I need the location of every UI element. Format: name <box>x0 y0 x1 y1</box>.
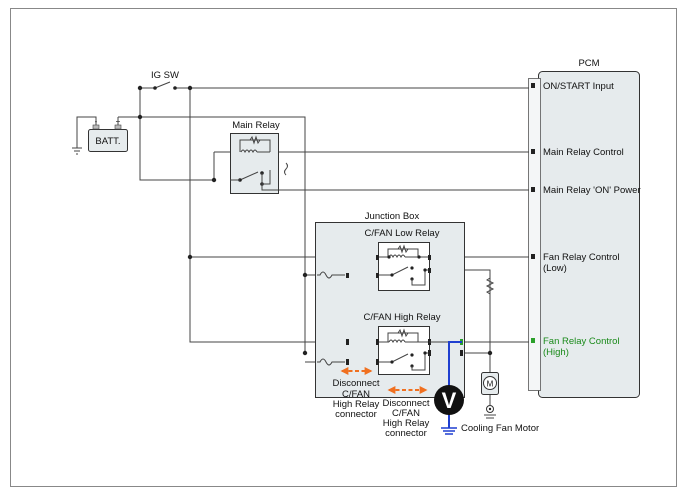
pin-fan-low <box>531 254 535 259</box>
disconnect-left-line3: High Relay <box>333 399 380 410</box>
disconnect-right-line3: High Relay <box>383 418 430 429</box>
fan-relay-control-low-sub: (Low) <box>543 263 567 274</box>
battery-label: BATT. <box>95 136 120 147</box>
cfan-high-relay-title: C/FAN High Relay <box>363 312 440 323</box>
disconnect-arrows <box>340 367 428 394</box>
motor-icon: M <box>487 380 494 389</box>
ig-sw-label: IG SW <box>151 70 179 81</box>
cooling-fan-motor-label: Cooling Fan Motor <box>461 423 539 434</box>
battery: BATT. - + <box>72 116 128 155</box>
pcm-title: PCM <box>578 58 599 69</box>
fan-relay-control-low-label: Fan Relay Control <box>543 252 620 263</box>
disconnect-right-line2: C/FAN <box>392 408 420 419</box>
pcm-module: PCM ON/START Input Main Relay Control Ma… <box>528 58 641 398</box>
disconnect-label-right: Disconnect C/FAN High Relay connector <box>383 398 430 439</box>
junction-box-title: Junction Box <box>365 211 420 222</box>
main-relay-on-power-label: Main Relay 'ON' Power <box>543 185 641 196</box>
fan-relay-control-high-sub: (High) <box>543 347 569 358</box>
cooling-fan-motor: M <box>481 372 499 419</box>
disconnect-left-line1: Disconnect <box>333 378 380 389</box>
disconnect-right-line1: Disconnect <box>383 398 430 409</box>
disconnect-label-left: Disconnect C/FAN High Relay connector <box>333 378 380 420</box>
pin-main-relay-power <box>531 187 535 192</box>
disconnect-left-line2: C/FAN <box>342 389 370 400</box>
pin-fan-high <box>531 338 535 343</box>
pin-on-start <box>531 83 535 88</box>
voltmeter-icon: V <box>442 388 457 413</box>
cfan-low-relay: C/FAN Low Relay <box>365 228 440 291</box>
cfan-low-relay-title: C/FAN Low Relay <box>365 228 440 239</box>
voltmeter: V <box>434 385 464 415</box>
motor-ground-icon <box>484 414 496 419</box>
cfan-high-relay: C/FAN High Relay <box>363 312 463 375</box>
ground-icon <box>441 427 457 435</box>
battery-ground-icon <box>72 147 82 155</box>
fan-relay-control-high-label: Fan Relay Control <box>543 336 620 347</box>
pin-main-relay-control <box>531 149 535 154</box>
on-start-input-label: ON/START Input <box>543 81 614 92</box>
main-relay-control-label: Main Relay Control <box>543 147 624 158</box>
diagram-frame <box>10 8 677 487</box>
main-relay-title: Main Relay <box>232 120 280 131</box>
disconnect-right-line4: connector <box>385 428 427 439</box>
resistor-icon <box>485 277 495 295</box>
junction-dots <box>137 85 493 356</box>
disconnect-left-line4: connector <box>335 409 377 420</box>
main-relay: Main Relay <box>230 120 288 194</box>
